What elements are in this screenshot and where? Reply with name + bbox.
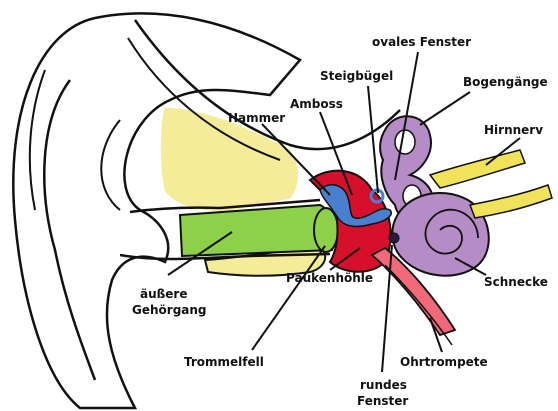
label-hirnnerv: Hirnnerv [484,123,543,137]
label-rundes: rundes [360,378,407,392]
label-fenster: Fenster [357,394,408,408]
round-window [389,233,399,243]
canal-loop-1 [395,130,415,154]
auditory-nerve [430,150,525,188]
label-paukenhoehle: Paukenhöhle [286,271,373,285]
ear-canal [180,205,334,256]
label-schnecke: Schnecke [484,275,548,289]
label-ohrtrompete: Ohrtrompete [400,355,488,369]
leader-steigbuegel [368,86,378,193]
label-hammer: Hammer [228,111,285,125]
label-trommelfell: Trommelfell [184,355,264,369]
leader-bogengaenge [420,92,470,125]
label-bogengaenge: Bogengänge [463,75,548,89]
label-gehoergang: Gehörgang [132,303,207,317]
label-ovales-fenster: ovales Fenster [372,35,471,49]
label-steigbuegel: Steigbügel [320,69,393,83]
label-amboss: Amboss [290,97,343,111]
label-aeussere: äußere [140,287,187,301]
eardrum [314,208,338,252]
auditory-nerve-lower [470,185,552,218]
